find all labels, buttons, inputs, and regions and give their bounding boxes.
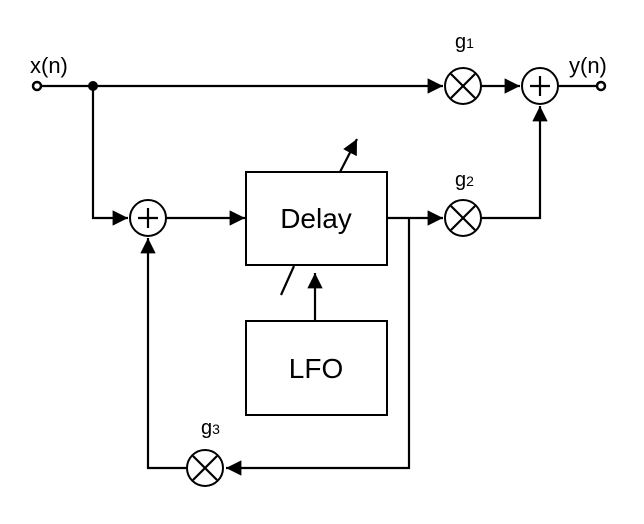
lfo-block [245,320,388,416]
output-adder [521,67,559,105]
wire-g3-to-input-adder [140,238,187,470]
g3-multiplier [186,449,224,487]
g1-label: g1 [455,31,474,53]
g3-label: g3 [201,417,220,439]
input-adder [129,199,167,237]
g2-multiplier [444,199,482,237]
output-terminal [595,80,607,92]
output-label: y(n) [569,53,607,78]
wire-g2-to-output-adder [481,106,548,220]
lfo-label: LFO [289,353,343,384]
input-terminal [31,80,43,92]
g1-multiplier [444,67,482,105]
wire-feedback-to-g3 [226,218,411,476]
modulation-slash [279,265,296,296]
g2-label: g2 [455,169,474,191]
delay-label: Delay [280,203,352,234]
variable-delay-arrow [339,138,358,173]
input-label: x(n) [30,53,68,78]
delay-block [245,171,388,266]
wire-split-to-input-adder [91,86,128,226]
